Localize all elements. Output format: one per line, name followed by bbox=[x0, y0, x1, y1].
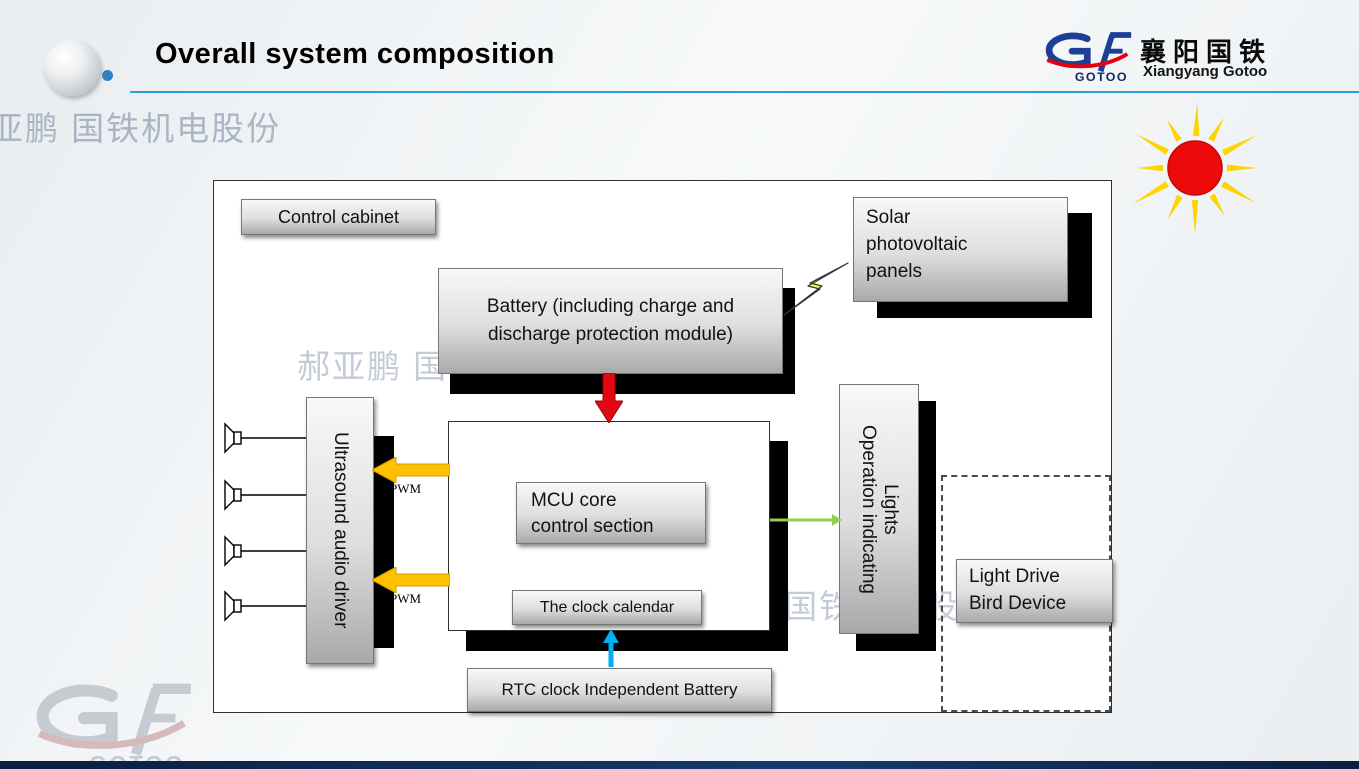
mcu-core-line2: control section bbox=[531, 515, 654, 537]
ultrasound-box-shadow bbox=[374, 436, 394, 648]
decorative-blue-dot bbox=[102, 70, 113, 81]
pwm-label: PWM bbox=[390, 481, 422, 496]
bird-device-dashed-area: Light Drive Bird Device bbox=[941, 475, 1113, 712]
bird-device-line2: Bird Device bbox=[969, 592, 1067, 614]
title-underline bbox=[130, 91, 1359, 93]
rtc-signal-arrow-icon bbox=[603, 629, 619, 667]
green-connector-icon bbox=[770, 514, 842, 526]
mcu-box: MCU core control section The clock calen… bbox=[448, 421, 770, 631]
lightning-bolt-icon bbox=[783, 262, 849, 316]
decorative-sphere bbox=[44, 40, 100, 96]
operation-lights-box: Operation indicating Lights bbox=[839, 384, 919, 634]
ultrasound-driver-box: Ultrasound audio driver bbox=[306, 397, 374, 664]
rtc-battery-box: RTC clock Independent Battery bbox=[467, 668, 772, 712]
logo-brand-text: GOTOO bbox=[1075, 70, 1128, 84]
pwm-label: PWM bbox=[390, 591, 422, 606]
pwm-signal-arrow-icon bbox=[372, 567, 450, 593]
solar-panel-box: Solar photovoltaic panels bbox=[853, 197, 1068, 302]
bottom-accent-bar bbox=[0, 761, 1359, 769]
control-cabinet-label: Control cabinet bbox=[241, 199, 436, 235]
company-name-en: Xiangyang Gotoo bbox=[1143, 63, 1268, 80]
watermark-logo-icon: GOTOO bbox=[36, 683, 191, 769]
mcu-core-line1: MCU core bbox=[531, 490, 617, 511]
speaker-icon bbox=[224, 535, 306, 567]
operation-lights-line2: Lights bbox=[880, 483, 901, 535]
sun-icon bbox=[1132, 102, 1257, 234]
pwm-signal-arrow-icon bbox=[372, 457, 450, 483]
red-power-arrow-icon bbox=[595, 373, 623, 423]
speaker-icon bbox=[224, 479, 306, 511]
operation-lights-line1: Operation indicating bbox=[858, 424, 879, 594]
watermark-text: 郝亚鹏 国铁机电股份 bbox=[0, 110, 282, 147]
gotoo-logo-icon: GOTOO bbox=[1045, 32, 1132, 84]
bird-device-line1: Light Drive bbox=[969, 566, 1060, 587]
speaker-icon bbox=[224, 590, 306, 622]
company-name-cn: 襄阳国铁 bbox=[1140, 37, 1273, 67]
battery-box: Battery (including charge and discharge … bbox=[438, 268, 783, 374]
mcu-core-box: MCU core control section bbox=[516, 482, 706, 544]
ultrasound-driver-label: Ultrasound audio driver bbox=[330, 432, 351, 629]
clock-calendar-box: The clock calendar bbox=[512, 590, 702, 625]
diagram-canvas: Control cabinet Solar photovoltaic panel… bbox=[213, 180, 1113, 713]
bird-device-box: Light Drive Bird Device bbox=[956, 559, 1113, 623]
page-title: Overall system composition bbox=[155, 38, 555, 70]
speaker-icon bbox=[224, 422, 306, 454]
